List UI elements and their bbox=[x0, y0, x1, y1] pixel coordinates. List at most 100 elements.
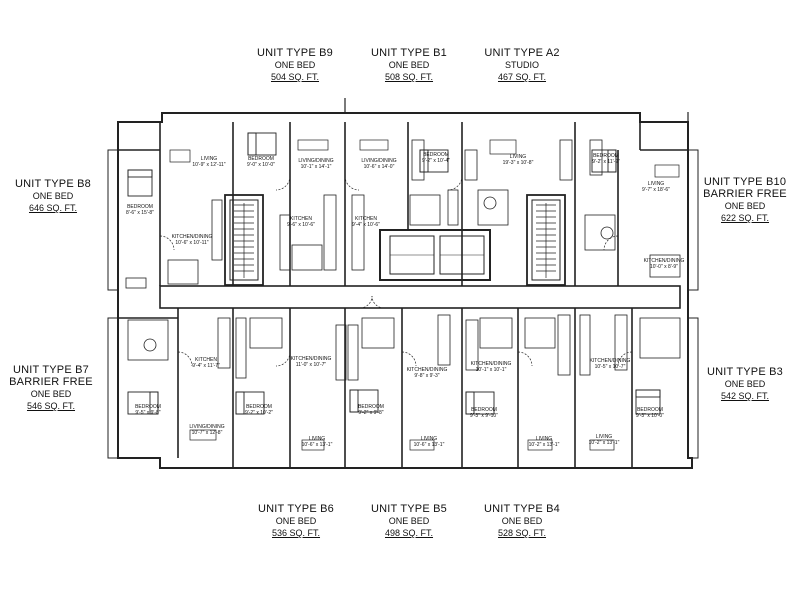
unit-label-a2: UNIT TYPE A2 STUDIO 467 SQ. FT. bbox=[462, 47, 582, 83]
unit-label-b4: UNIT TYPE B4 ONE BED 528 SQ. FT. bbox=[462, 503, 582, 539]
room-name: KITCHEN/DINING bbox=[291, 356, 332, 362]
room-dimensions: 9'-5" x 9'-8" bbox=[135, 410, 160, 416]
unit-area: 467 SQ. FT. bbox=[497, 72, 547, 82]
room-dimensions: 10'-6" x 14'-0" bbox=[364, 164, 395, 170]
room-name: LIVING bbox=[421, 436, 438, 442]
balcony-right-top bbox=[687, 149, 699, 291]
unit-area: 546 SQ. FT. bbox=[26, 401, 76, 411]
room-dimensions: 9'-3" x 10'-0" bbox=[636, 413, 664, 419]
room-dimensions: 8'-6" x 15'-8" bbox=[126, 210, 154, 216]
room-name: BEDROOM bbox=[246, 404, 272, 410]
room-name: BEDROOM bbox=[127, 204, 153, 210]
unit-type: UNIT TYPE B4 bbox=[484, 503, 560, 515]
room-name: BEDROOM bbox=[423, 152, 449, 158]
unit-desc2: BARRIER FREE bbox=[703, 188, 787, 200]
room-name: LIVING bbox=[536, 436, 553, 442]
unit-desc: ONE BED bbox=[275, 516, 317, 526]
unit-label-b10: UNIT TYPE B10 BARRIER FREE ONE BED 622 S… bbox=[686, 176, 800, 224]
stair-left bbox=[224, 194, 264, 286]
room-dimensions: 10'-6" x 13'-1" bbox=[414, 442, 445, 448]
unit-type: UNIT TYPE B8 bbox=[15, 178, 91, 190]
unit-label-b1: UNIT TYPE B1 ONE BED 508 SQ. FT. bbox=[349, 47, 469, 83]
beds bbox=[127, 132, 661, 415]
room-dimensions: 9'-2" x 11'-9" bbox=[592, 159, 620, 165]
room-name: LIVING/DINING bbox=[298, 158, 333, 164]
room-name: LIVING bbox=[510, 154, 527, 160]
room-name: LIVING bbox=[648, 181, 665, 187]
room-name: KITCHEN/DINING bbox=[590, 358, 631, 364]
unit-desc: ONE BED bbox=[30, 389, 72, 399]
stair-right bbox=[526, 194, 566, 286]
room-dimensions: 10'-7" x 12'-8" bbox=[192, 430, 223, 436]
unit-desc2: BARRIER FREE bbox=[9, 376, 93, 388]
room-dimensions: 10'-1" x 10'-1" bbox=[476, 367, 507, 373]
unit-desc: ONE BED bbox=[501, 516, 543, 526]
room-dimensions: 10'-5" x 10'-7" bbox=[595, 364, 626, 370]
room-dimensions: 9'-2" x 10'-2" bbox=[245, 410, 273, 416]
room-dimensions: 10'-2" x 13'-1" bbox=[529, 442, 560, 448]
unit-label-b9: UNIT TYPE B9 ONE BED 504 SQ. FT. bbox=[235, 47, 355, 83]
room-name: LIVING bbox=[309, 436, 326, 442]
unit-desc: ONE BED bbox=[388, 60, 430, 70]
room-dimensions: 10'-6" x 13'-1" bbox=[302, 442, 333, 448]
unit-label-b8: UNIT TYPE B8 ONE BED 646 SQ. FT. bbox=[0, 178, 113, 214]
unit-label-b6: UNIT TYPE B6 ONE BED 536 SQ. FT. bbox=[236, 503, 356, 539]
room-name: KITCHEN/DINING bbox=[644, 258, 685, 264]
room-name: BEDROOM bbox=[358, 404, 384, 410]
unit-area: 498 SQ. FT. bbox=[384, 528, 434, 538]
unit-area: 528 SQ. FT. bbox=[497, 528, 547, 538]
room-dimensions: 10'-9" x 12'-11" bbox=[192, 162, 225, 168]
room-name: BEDROOM bbox=[637, 407, 663, 413]
room-dimensions: 9'-4" x 10'-6" bbox=[352, 222, 380, 228]
room-dimensions: 19'-3" x 10'-8" bbox=[503, 160, 534, 166]
room-name: KITCHEN bbox=[195, 357, 217, 363]
unit-type: UNIT TYPE B7 bbox=[13, 364, 89, 376]
room-dimensions: 9'-7" x 18'-6" bbox=[642, 187, 670, 193]
unit-area: 504 SQ. FT. bbox=[270, 72, 320, 82]
unit-desc: ONE BED bbox=[388, 516, 430, 526]
room-name: LIVING bbox=[596, 434, 613, 440]
room-dimensions: 10'-1" x 14'-1" bbox=[301, 164, 332, 170]
room-dimensions: 9'-2" x 9'-8" bbox=[358, 410, 383, 416]
room-dimensions: 9'-6" x 10'-6" bbox=[287, 222, 315, 228]
unit-type: UNIT TYPE B10 bbox=[703, 176, 787, 188]
unit-area: 646 SQ. FT. bbox=[28, 203, 78, 213]
unit-type: UNIT TYPE B1 bbox=[371, 47, 447, 59]
room-name: LIVING/DINING bbox=[189, 424, 224, 430]
room-name: BEDROOM bbox=[593, 153, 619, 159]
unit-type: UNIT TYPE B3 bbox=[707, 366, 783, 378]
unit-area: 508 SQ. FT. bbox=[384, 72, 434, 82]
unit-label-b3: UNIT TYPE B3 ONE BED 542 SQ. FT. bbox=[687, 366, 800, 402]
unit-desc: STUDIO bbox=[504, 60, 539, 70]
room-name: BEDROOM bbox=[135, 404, 161, 410]
room-dimensions: 9'-3" x 9'-10" bbox=[470, 413, 498, 419]
room-name: KITCHEN bbox=[355, 216, 377, 222]
elevator-core bbox=[379, 229, 491, 281]
unit-area: 622 SQ. FT. bbox=[720, 213, 770, 223]
unit-type: UNIT TYPE B6 bbox=[258, 503, 334, 515]
room-name: LIVING bbox=[201, 156, 218, 162]
unit-desc: ONE BED bbox=[724, 379, 766, 389]
room-name: BEDROOM bbox=[248, 156, 274, 162]
unit-type: UNIT TYPE B5 bbox=[371, 503, 447, 515]
unit-area: 542 SQ. FT. bbox=[720, 391, 770, 401]
room-dimensions: 9'-2" x 10'-4" bbox=[422, 158, 450, 164]
room-name: KITCHEN bbox=[290, 216, 312, 222]
balcony-left-top bbox=[107, 149, 119, 291]
unit-label-b7: UNIT TYPE B7 BARRIER FREE ONE BED 546 SQ… bbox=[0, 364, 111, 412]
unit-type: UNIT TYPE A2 bbox=[484, 47, 560, 59]
corridor bbox=[159, 285, 681, 309]
unit-desc: ONE BED bbox=[32, 191, 74, 201]
room-dimensions: 10'-2" x 13'-1" bbox=[589, 440, 620, 446]
balcony-right-bottom bbox=[687, 317, 699, 459]
balcony-left-bottom bbox=[107, 317, 119, 459]
unit-type: UNIT TYPE B9 bbox=[257, 47, 333, 59]
room-name: KITCHEN/DINING bbox=[172, 234, 213, 240]
room-name: LIVING/DINING bbox=[361, 158, 396, 164]
room-name: KITCHEN/DINING bbox=[407, 367, 448, 373]
room-name: KITCHEN/DINING bbox=[471, 361, 512, 367]
unit-area: 536 SQ. FT. bbox=[271, 528, 321, 538]
unit-label-b5: UNIT TYPE B5 ONE BED 498 SQ. FT. bbox=[349, 503, 469, 539]
